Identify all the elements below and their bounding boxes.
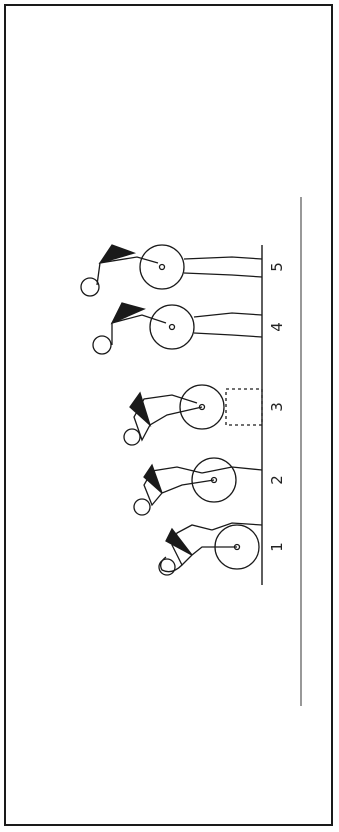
stage-label-5: 5 [268,262,286,272]
stage-label-2: 2 [268,475,286,485]
barbell-plate [150,305,194,349]
barbell-plate [140,245,184,289]
dashed-block [226,389,262,425]
stages-group: 1 2 3 4 5 [81,245,286,585]
stage-label-3: 3 [268,402,286,412]
stage-1-figure [159,523,262,575]
stage-5-figure [81,245,262,296]
head [81,278,99,296]
stage-2-figure [134,458,262,515]
head [93,336,111,354]
head [134,499,150,515]
stage-3-figure [124,385,262,445]
stage-label-4: 4 [268,322,286,332]
stage-label-1: 1 [268,542,286,552]
stage-4-figure [93,303,262,354]
head [124,429,140,445]
